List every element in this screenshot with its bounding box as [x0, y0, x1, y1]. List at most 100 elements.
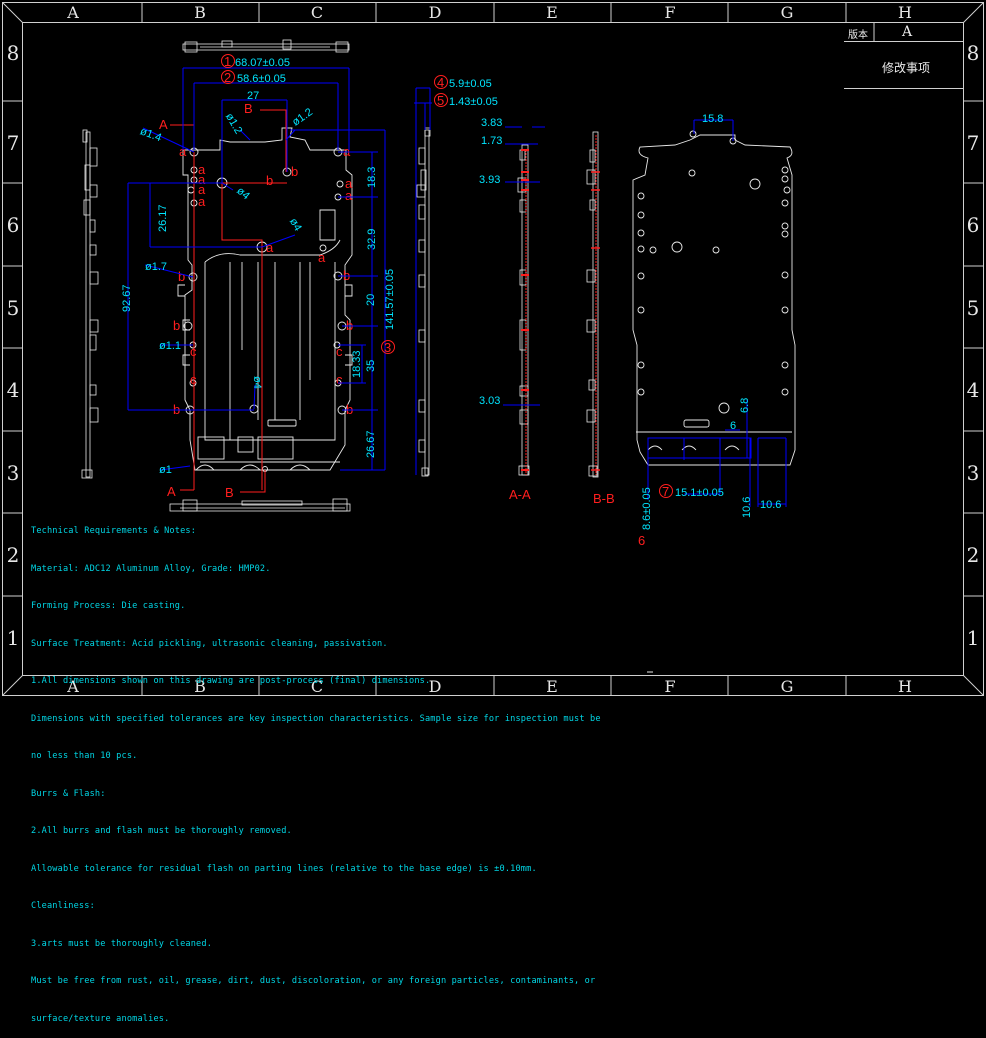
col-label: G [781, 677, 794, 696]
change-description-label: 修改事项 [882, 61, 931, 75]
note-line: Burrs & Flash: [31, 788, 106, 799]
dim-text: 3.03 [479, 395, 500, 407]
row-label: 2 [967, 543, 980, 567]
dim-text: 6.8 [739, 398, 751, 413]
section-mark-a: A [159, 117, 168, 132]
dim-text: 3.83 [481, 117, 502, 129]
row-label: 3 [967, 461, 980, 485]
row-label: 4 [967, 378, 980, 402]
col-label: C [311, 677, 323, 696]
dim-text: 15.1±0.05 [675, 487, 724, 499]
row-label: 7 [7, 131, 20, 155]
section-bb-view [586, 131, 599, 478]
row-label: 3 [7, 461, 20, 485]
dim-text: 6 [730, 420, 736, 432]
hole-labels: a a a a a a a a a a b b b b b b b b c c … [173, 144, 353, 417]
dim-text: ø4 [287, 216, 304, 233]
dimension-lines-side [414, 87, 432, 475]
col-label: E [546, 677, 558, 696]
hole-label: b [266, 173, 273, 188]
hole-label: a [198, 182, 206, 197]
hole-label: b [173, 318, 180, 333]
dim-text: ø1.2 [290, 106, 315, 128]
row-labels-left: 8 7 6 5 4 3 2 1 [7, 41, 20, 650]
dim-text: ø4 [251, 376, 263, 389]
col-label: H [898, 3, 912, 22]
dim-text: 18.3 [366, 167, 378, 188]
dim-text: 8.6±0.05 [641, 487, 653, 530]
note-line: Forming Process: Die casting. [31, 601, 186, 611]
row-label: 5 [967, 296, 980, 320]
hole-label: a [198, 194, 206, 209]
svg-text:7: 7 [662, 484, 669, 499]
mounting-holes [183, 147, 347, 472]
dim-text: 32.9 [366, 229, 378, 250]
hole-label: a [198, 162, 206, 177]
row-label: 1 [7, 626, 20, 650]
dimension-texts-back: 15.8 6.8 6 8.6±0.05 7 15.1±0.05 10.6 10.… [638, 113, 781, 548]
note-line: 2.All burrs and flash must be thoroughly… [31, 826, 292, 836]
note-line: Technical Requirements & Notes: [31, 526, 197, 536]
dim-text: 3.93 [479, 174, 500, 186]
svg-text:5: 5 [437, 93, 444, 108]
section-aa-hatch [521, 149, 529, 475]
dimension-lines-back [647, 119, 787, 507]
dim-text: 141.57±0.05 [384, 269, 396, 330]
dim-text: 20 [365, 294, 377, 306]
note-line: Material: ADC12 Aluminum Alloy, Grade: H… [31, 563, 271, 574]
dim-text: 15.8 [702, 113, 723, 125]
row-label: 8 [967, 41, 980, 65]
hole-label: a [266, 240, 274, 255]
col-label: G [781, 3, 794, 22]
back-view [632, 130, 796, 466]
svg-text:3: 3 [384, 340, 391, 355]
svg-text:1: 1 [224, 54, 231, 69]
row-label: 2 [7, 543, 20, 567]
section-mark-a: A [167, 484, 176, 499]
hole-label: b [178, 269, 185, 284]
section-lines [170, 109, 287, 493]
svg-text:4: 4 [437, 75, 444, 90]
dim-text: 5.9±0.05 [449, 78, 492, 90]
col-label: D [429, 3, 442, 22]
title-frame [2, 2, 984, 696]
dim-text: 26.67 [365, 430, 377, 458]
row-label: 1 [967, 626, 980, 650]
col-label: D [429, 677, 442, 696]
critical-callout-6: 6 [638, 533, 645, 548]
col-label: H [898, 677, 912, 696]
hole-label: c [336, 372, 343, 387]
hole-label: c [190, 344, 197, 359]
version-label: 版本 [848, 30, 868, 41]
critical-callout-icon [221, 54, 235, 68]
section-bb-hatch [591, 135, 600, 475]
dim-text: 58.6±0.05 [237, 73, 286, 85]
main-front-view [177, 127, 353, 471]
dimension-texts-aa: 3.83 1.73 3.93 3.03 A-A [479, 117, 531, 502]
col-label: A [66, 677, 79, 696]
svg-text:2: 2 [224, 70, 231, 85]
hole-label: c [190, 372, 197, 387]
dim-text: 10.6 [760, 499, 781, 511]
dim-text: ø1.7 [145, 261, 167, 273]
col-label: B [194, 3, 206, 22]
critical-callout-icon [221, 70, 235, 84]
dim-text: 27 [247, 90, 259, 102]
hole-label: b [291, 164, 298, 179]
critical-callout-icon [434, 75, 448, 89]
row-labels-right: 8 7 6 5 4 3 2 1 [967, 41, 980, 650]
col-label: C [311, 3, 323, 22]
dim-text: ø4 [234, 185, 252, 202]
section-markers: A B A B [159, 101, 253, 500]
col-label: E [546, 3, 558, 22]
row-label: 5 [7, 296, 20, 320]
note-line: 3.arts must be thoroughly cleaned. [31, 938, 213, 949]
critical-callout-icon [659, 484, 673, 498]
hole-label: a [318, 250, 326, 265]
col-label: A [66, 3, 79, 22]
section-aa-label: A-A [509, 487, 531, 502]
dimension-lines-main [127, 67, 386, 471]
col-label: B [194, 677, 206, 696]
row-label: 7 [967, 131, 980, 155]
col-label: F [664, 677, 675, 696]
